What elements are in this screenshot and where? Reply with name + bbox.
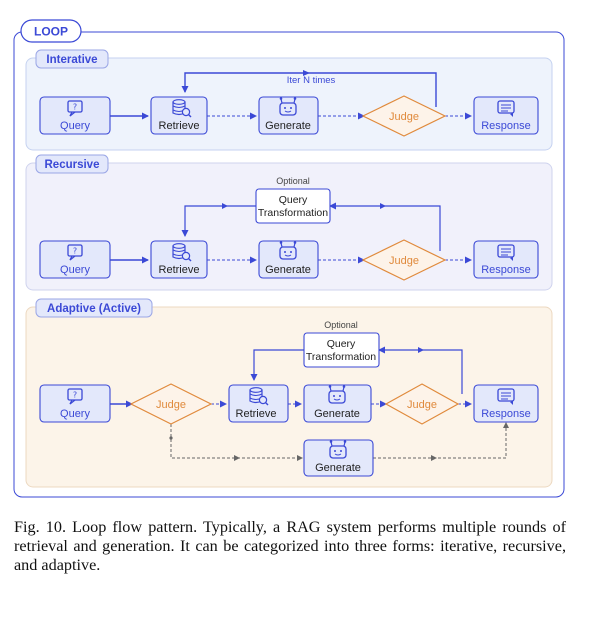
recursive-label: Recursive (45, 159, 100, 171)
adp-loop-arrow-left (250, 349, 304, 381)
rec-qt-line1: Query (279, 194, 308, 206)
figure-caption: Fig. 10. Loop flow pattern. Typically, a… (14, 518, 566, 574)
rec-judge-label: Judge (389, 255, 419, 267)
rec-generate-label: Generate (265, 264, 311, 276)
loop-label: LOOP (34, 25, 68, 39)
adp-query-transformation-node: Query Transformation (303, 332, 380, 368)
adp-bypass-arrow-in (170, 424, 303, 461)
loop-label-pill (20, 19, 82, 43)
iter-query-label: Query (60, 120, 90, 132)
rec-judge-node: Judge (361, 239, 447, 281)
rec-loop-arrow-right (329, 202, 441, 251)
rec-qt-line2: Transformation (258, 207, 328, 219)
rec-loop-arrow-left (181, 205, 256, 237)
iter-judge-label: Judge (389, 111, 419, 123)
rec-generate-node: Generate (258, 240, 319, 279)
adp-query-label: Query (60, 408, 90, 420)
adp-retrieve-node: Retrieve (228, 384, 289, 423)
iter-retrieve-label: Retrieve (159, 120, 200, 132)
iter-retrieve-node: Retrieve (150, 96, 208, 135)
adp-bypass-arrow-out (373, 422, 509, 459)
adp-qt-line2: Transformation (306, 351, 376, 363)
loop-flow-diagram: ? LOOP Interative (13, 19, 565, 498)
adaptive-label: Adaptive (Active) (47, 303, 141, 315)
iterative-label: Interative (46, 54, 97, 66)
adp-generate-node: Generate (303, 384, 372, 423)
adaptive-section: Adaptive (Active) Optional Query Transfo… (25, 298, 553, 488)
iter-judge-node: Judge (361, 95, 447, 137)
adp-response-node: Response (473, 384, 539, 423)
adp-query-node: Query (39, 384, 111, 423)
recursive-label-pill (35, 154, 109, 174)
adp-retrieve-label: Retrieve (236, 408, 277, 420)
iter-loop-arrow (181, 72, 437, 107)
rec-response-label: Response (481, 264, 531, 276)
adp-generate-label: Generate (314, 408, 360, 420)
iter-response-label: Response (481, 120, 531, 132)
recursive-optional-label: Optional (276, 176, 310, 186)
adp-judge-node-2: Judge (384, 383, 460, 425)
iter-query-node: Query (39, 96, 111, 135)
adp-judge-node-1: Judge (129, 383, 213, 425)
adp-response-label: Response (481, 408, 531, 420)
rec-retrieve-label: Retrieve (159, 264, 200, 276)
iter-n-times-label: Iter N times (287, 75, 336, 86)
rec-query-node: Query (39, 240, 111, 279)
adaptive-optional-label: Optional (324, 320, 358, 330)
rec-query-transformation-node: Query Transformation (255, 188, 331, 224)
adp-loop-arrow-right (378, 346, 463, 394)
adp-bypass-generate-label: Generate (315, 462, 361, 474)
iter-generate-label: Generate (265, 120, 311, 132)
adp-judge1-label: Judge (156, 399, 186, 411)
adp-judge2-label: Judge (407, 399, 437, 411)
adaptive-label-pill (35, 298, 153, 318)
adp-qt-line1: Query (327, 338, 356, 350)
adaptive-panel (25, 306, 553, 488)
rec-query-label: Query (60, 264, 90, 276)
rec-response-node: Response (473, 240, 539, 279)
rec-retrieve-node: Retrieve (150, 240, 208, 279)
adp-bypass-generate-node: Generate (303, 439, 374, 477)
iterative-section: Interative Iter N times Query Retrieve G… (25, 49, 553, 151)
recursive-section: Recursive Optional Query Transformation … (25, 154, 553, 291)
iterative-label-pill (35, 49, 109, 69)
iter-response-node: Response (473, 96, 539, 135)
iter-generate-node: Generate (258, 96, 319, 135)
